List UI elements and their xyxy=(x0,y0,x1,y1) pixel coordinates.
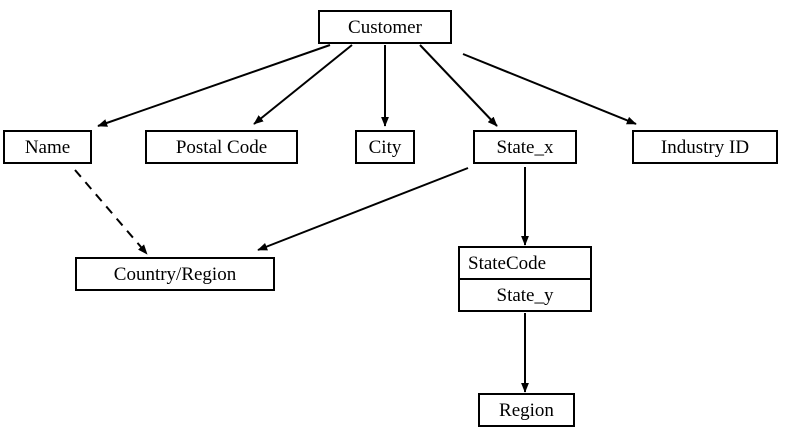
node-statecode-body-label: State_y xyxy=(496,284,554,306)
node-name[interactable]: Name xyxy=(3,130,92,164)
edge-customer-state-x xyxy=(419,44,498,127)
node-state-x-label: State_x xyxy=(496,136,554,158)
edge-state-x-country-region xyxy=(257,167,469,251)
node-statecode-header: StateCode xyxy=(460,248,590,280)
node-country-region-label: Country/Region xyxy=(113,263,237,285)
node-customer[interactable]: Customer xyxy=(318,10,452,44)
node-statecode-body: State_y xyxy=(460,280,590,310)
node-postal-code[interactable]: Postal Code xyxy=(145,130,298,164)
edge-name-country-region xyxy=(74,169,148,255)
node-customer-label: Customer xyxy=(348,16,422,38)
edge-customer-name xyxy=(97,44,331,127)
node-industry-id-label: Industry ID xyxy=(660,136,750,158)
node-region-label: Region xyxy=(499,399,554,421)
edge-customer-industry-id xyxy=(462,53,637,125)
node-industry-id[interactable]: Industry ID xyxy=(632,130,778,164)
node-state-x[interactable]: State_x xyxy=(473,130,577,164)
node-country-region[interactable]: Country/Region xyxy=(75,257,275,291)
node-region[interactable]: Region xyxy=(478,393,575,427)
node-postal-code-label: Postal Code xyxy=(175,136,268,158)
node-city-label: City xyxy=(368,136,402,158)
node-name-label: Name xyxy=(24,136,71,158)
node-statecode[interactable]: StateCode State_y xyxy=(458,246,592,312)
node-statecode-header-label: StateCode xyxy=(468,252,547,274)
edge-customer-postal-code xyxy=(253,44,353,125)
node-city[interactable]: City xyxy=(355,130,415,164)
